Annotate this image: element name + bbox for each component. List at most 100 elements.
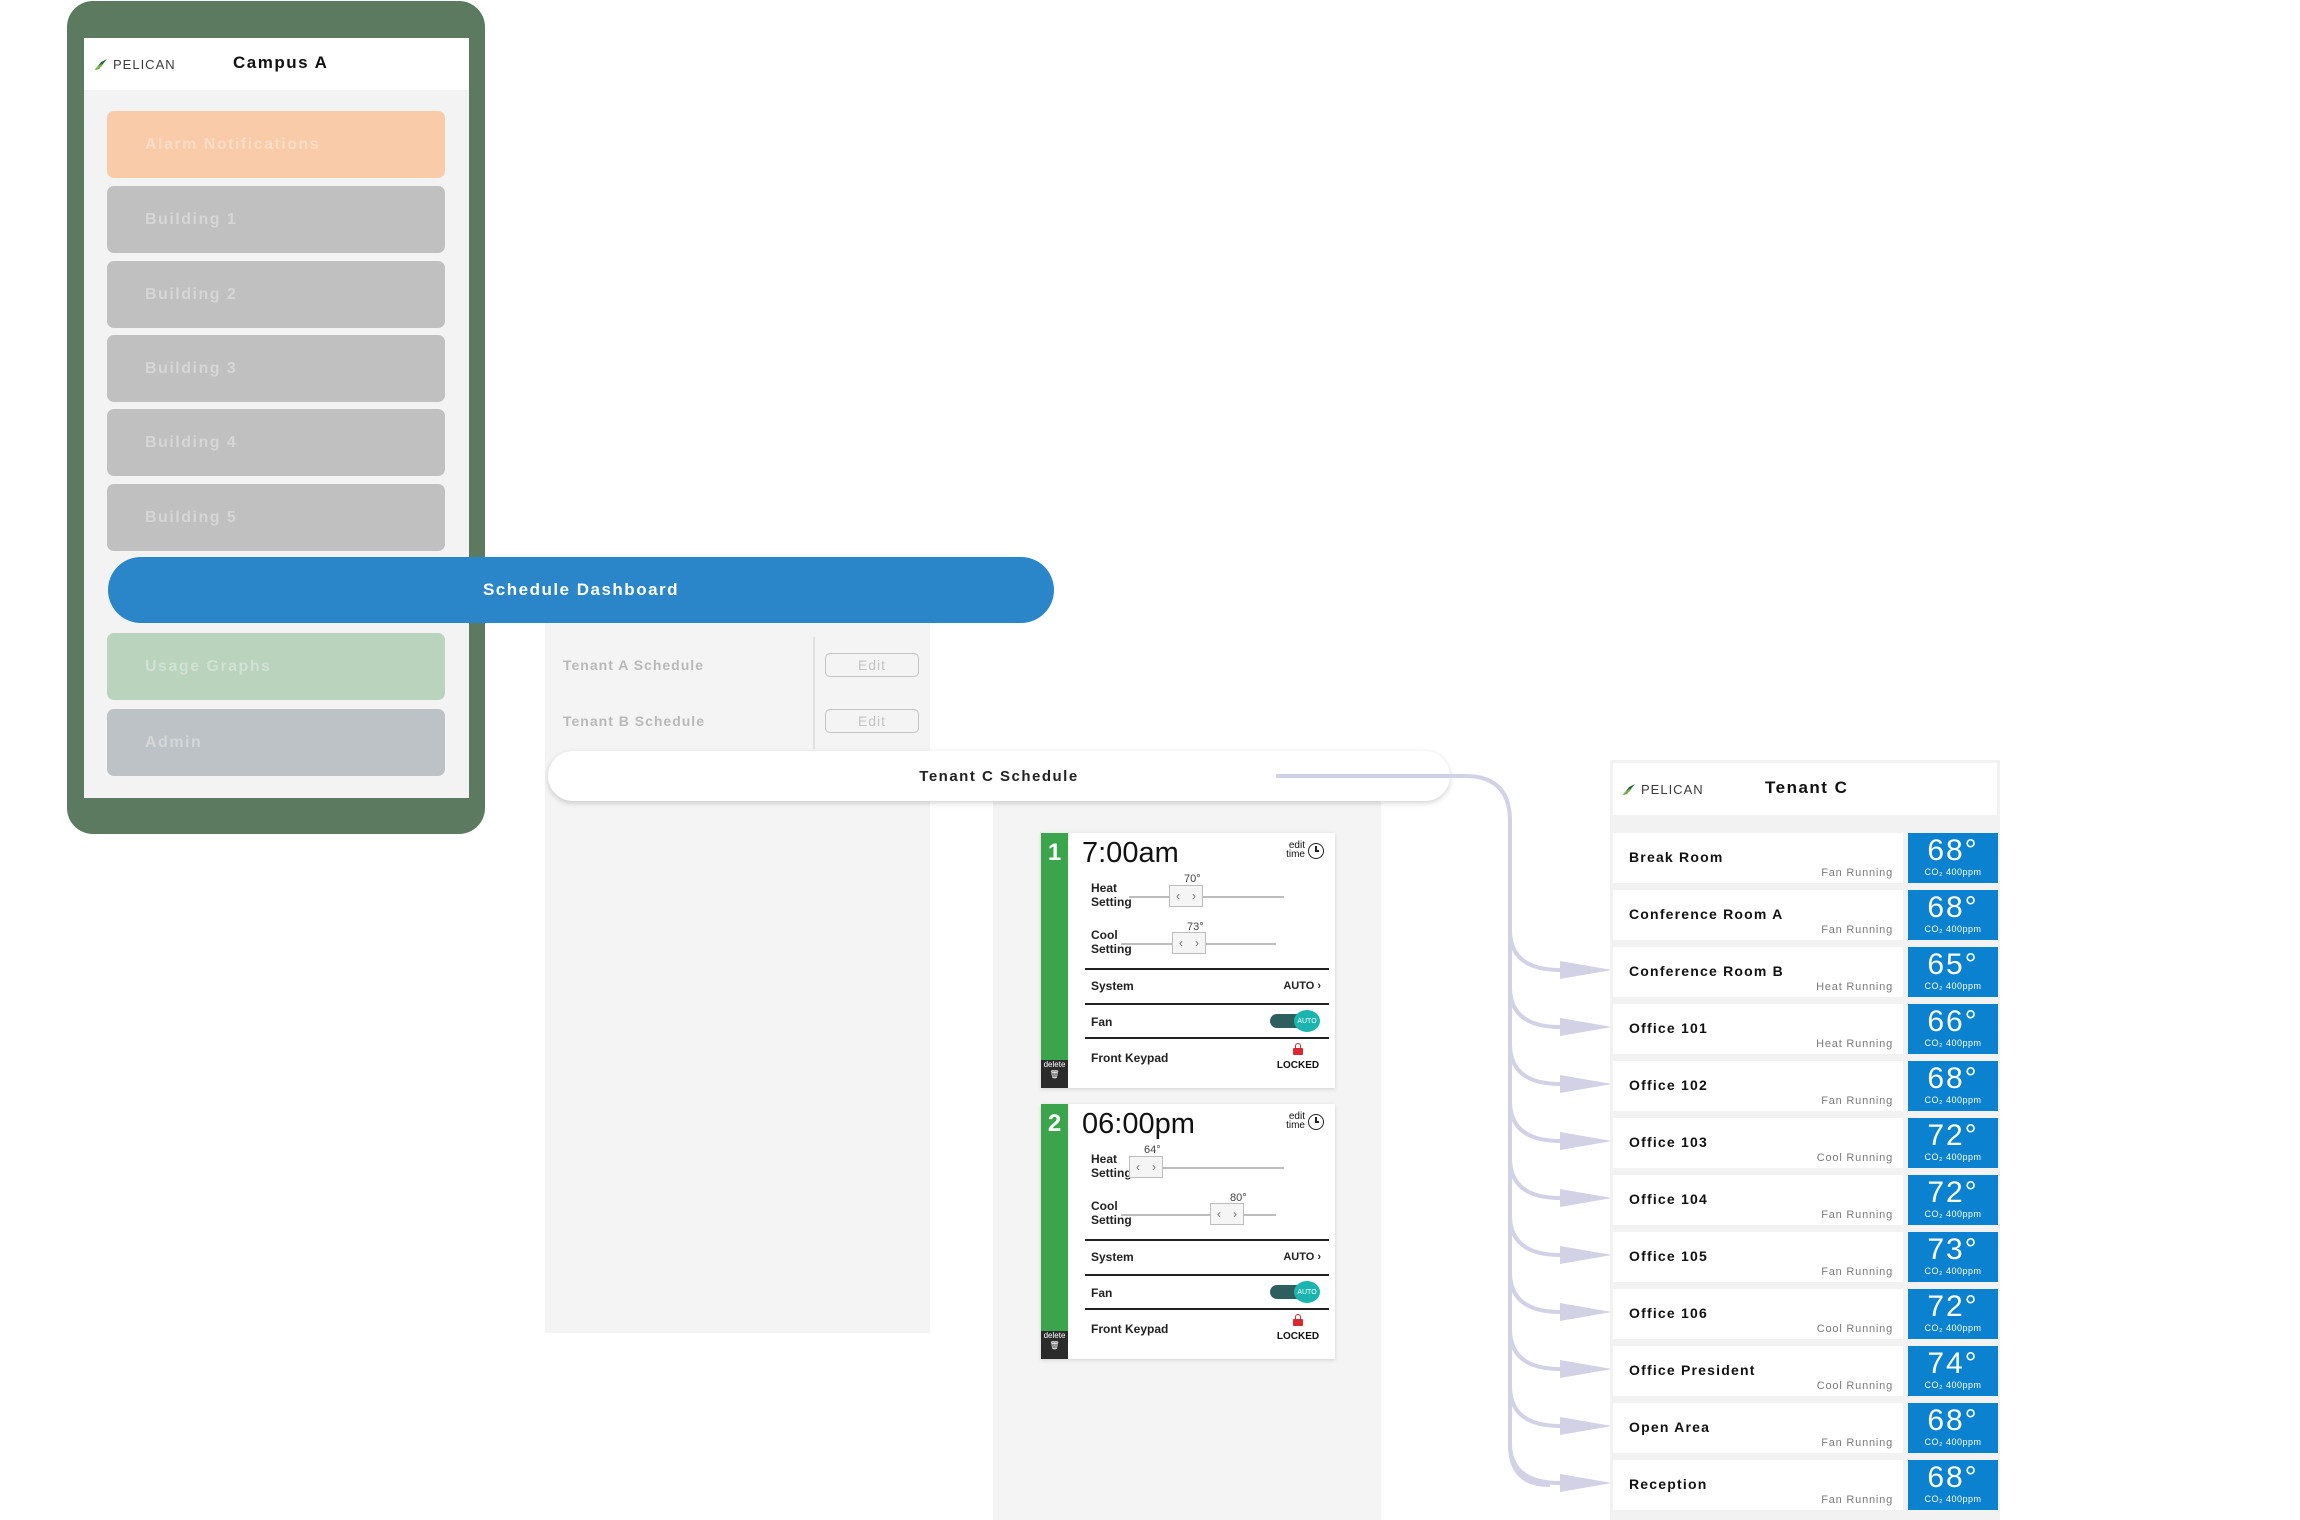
room-status: Heat Running [1816, 1038, 1893, 1050]
delete-label: delete [1043, 1060, 1066, 1069]
menu-item-admin[interactable]: Admin [107, 709, 445, 776]
pelican-logo: PELICAN [1621, 781, 1704, 797]
temperature-tile[interactable]: 72° CO₂ 400ppm [1908, 1289, 1998, 1339]
system-value[interactable]: AUTO › [1283, 1251, 1321, 1263]
divider [1085, 968, 1329, 970]
room-name: Office 106 [1629, 1305, 1708, 1321]
tenant-a-row: Tenant A Schedule Edit [545, 637, 930, 693]
heat-slider-track [1129, 1167, 1284, 1169]
temperature-tile[interactable]: 72° CO₂ 400ppm [1908, 1175, 1998, 1225]
temperature-tile[interactable]: 68° CO₂ 400ppm [1908, 1403, 1998, 1453]
room-row[interactable]: Conference Room A Fan Running [1613, 890, 1903, 940]
menu-item-building-4[interactable]: Building 4 [107, 409, 445, 476]
divider [1085, 1274, 1329, 1276]
temperature-tile[interactable]: 68° CO₂ 400ppm [1908, 1460, 1998, 1510]
tenant-header: PELICAN Tenant C [1613, 763, 1997, 815]
room-row[interactable]: Office 104 Fan Running [1613, 1175, 1903, 1225]
front-keypad-label: Front Keypad [1091, 1322, 1169, 1336]
temperature-tile[interactable]: 74° CO₂ 400ppm [1908, 1346, 1998, 1396]
temperature-value: 66° [1927, 1005, 1979, 1038]
menu-item-building-3[interactable]: Building 3 [107, 335, 445, 402]
connector-branch [1508, 1214, 1561, 1257]
co2-reading: CO₂ 400ppm [1924, 1380, 1982, 1390]
keypad-value: LOCKED [1276, 1331, 1320, 1342]
room-row[interactable]: Office 105 Fan Running [1613, 1232, 1903, 1282]
temperature-value: 74° [1927, 1347, 1979, 1380]
arrow-head-icon [1560, 1018, 1612, 1036]
edit-button[interactable]: Edit [825, 709, 919, 733]
fan-toggle[interactable]: AUTO [1270, 1010, 1320, 1032]
divider [1085, 1003, 1329, 1005]
toggle-knob: AUTO [1294, 1281, 1320, 1303]
temperature-tile[interactable]: 73° CO₂ 400ppm [1908, 1232, 1998, 1282]
keypad-lock-toggle[interactable]: LOCKED [1273, 1043, 1323, 1073]
heat-value: 64° [1144, 1144, 1161, 1156]
co2-reading: CO₂ 400ppm [1924, 981, 1982, 991]
event-time: 06:00pm [1082, 1108, 1195, 1140]
temperature-tile[interactable]: 68° CO₂ 400ppm [1908, 833, 1998, 883]
edit-time-label[interactable]: edit time [1286, 840, 1305, 860]
delete-button[interactable]: delete 🗑 [1041, 1060, 1068, 1088]
room-row[interactable]: Office 106 Cool Running [1613, 1289, 1903, 1339]
temperature-tile[interactable]: 68° CO₂ 400ppm [1908, 1061, 1998, 1111]
menu-item-building-1[interactable]: Building 1 [107, 186, 445, 253]
room-row[interactable]: Office 102 Fan Running [1613, 1061, 1903, 1111]
connector-branch [1508, 1385, 1561, 1428]
room-row[interactable]: Conference Room B Heat Running [1613, 947, 1903, 997]
clock-icon[interactable] [1308, 843, 1324, 859]
fan-toggle[interactable]: AUTO [1270, 1281, 1320, 1303]
schedule-dashboard-button[interactable]: Schedule Dashboard [108, 557, 1054, 623]
connector-branch [1508, 1442, 1561, 1485]
schedule-event-card: 2 delete 🗑 06:00pm edit time Heat Settin… [1041, 1104, 1335, 1359]
heat-slider-handle[interactable]: ‹› [1129, 1156, 1163, 1178]
event-time: 7:00am [1082, 837, 1179, 869]
cool-slider-handle[interactable]: ‹› [1210, 1203, 1244, 1225]
temperature-tile[interactable]: 65° CO₂ 400ppm [1908, 947, 1998, 997]
room-row[interactable]: Reception Fan Running [1613, 1460, 1903, 1510]
room-name: Reception [1629, 1476, 1708, 1492]
room-status: Cool Running [1816, 1380, 1893, 1392]
room-status: Cool Running [1816, 1323, 1893, 1335]
temperature-tile[interactable]: 66° CO₂ 400ppm [1908, 1004, 1998, 1054]
cool-slider-handle[interactable]: ‹› [1172, 932, 1206, 954]
temperature-tile[interactable]: 68° CO₂ 400ppm [1908, 890, 1998, 940]
menu-item-alarm-notifications[interactable]: Alarm Notifications [107, 111, 445, 178]
edit-button[interactable]: Edit [825, 653, 919, 677]
system-value[interactable]: AUTO › [1283, 980, 1321, 992]
divider [1085, 1037, 1329, 1039]
room-name: Conference Room B [1629, 963, 1784, 979]
clock-icon[interactable] [1308, 1114, 1324, 1130]
room-row[interactable]: Open Area Fan Running [1613, 1403, 1903, 1453]
temperature-value: 68° [1927, 1062, 1979, 1095]
room-row[interactable]: Office President Cool Running [1613, 1346, 1903, 1396]
tenant-c-schedule-label: Tenant C Schedule [919, 767, 1079, 785]
co2-reading: CO₂ 400ppm [1924, 1095, 1982, 1105]
room-name: Office 105 [1629, 1248, 1708, 1264]
room-status: Fan Running [1821, 1095, 1893, 1107]
co2-reading: CO₂ 400ppm [1924, 1038, 1982, 1048]
menu-item-usage-graphs[interactable]: Usage Graphs [107, 633, 445, 700]
cool-setting-label: Cool Setting [1091, 1199, 1132, 1227]
page-title: Tenant C [1765, 778, 1849, 797]
menu-item-building-2[interactable]: Building 2 [107, 261, 445, 328]
heat-slider-handle[interactable]: ‹› [1169, 885, 1203, 907]
co2-reading: CO₂ 400ppm [1924, 1209, 1982, 1219]
arrow-head-icon [1560, 1075, 1612, 1093]
keypad-lock-toggle[interactable]: LOCKED [1273, 1314, 1323, 1344]
room-row[interactable]: Break Room Fan Running [1613, 833, 1903, 883]
heat-slider-track [1129, 896, 1284, 898]
room-row[interactable]: Office 103 Cool Running [1613, 1118, 1903, 1168]
delete-button[interactable]: delete 🗑 [1041, 1331, 1068, 1359]
room-status: Fan Running [1821, 1209, 1893, 1221]
menu-item-building-5[interactable]: Building 5 [107, 484, 445, 551]
front-keypad-label: Front Keypad [1091, 1051, 1169, 1065]
co2-reading: CO₂ 400ppm [1924, 924, 1982, 934]
arrow-head-icon [1560, 1474, 1612, 1492]
temperature-tile[interactable]: 72° CO₂ 400ppm [1908, 1118, 1998, 1168]
room-row[interactable]: Office 101 Heat Running [1613, 1004, 1903, 1054]
page-title: Campus A [233, 53, 329, 72]
room-name: Office 101 [1629, 1020, 1708, 1036]
edit-time-label[interactable]: edit time [1286, 1111, 1305, 1131]
event-number: 1 [1047, 839, 1062, 866]
room-status: Cool Running [1816, 1152, 1893, 1164]
